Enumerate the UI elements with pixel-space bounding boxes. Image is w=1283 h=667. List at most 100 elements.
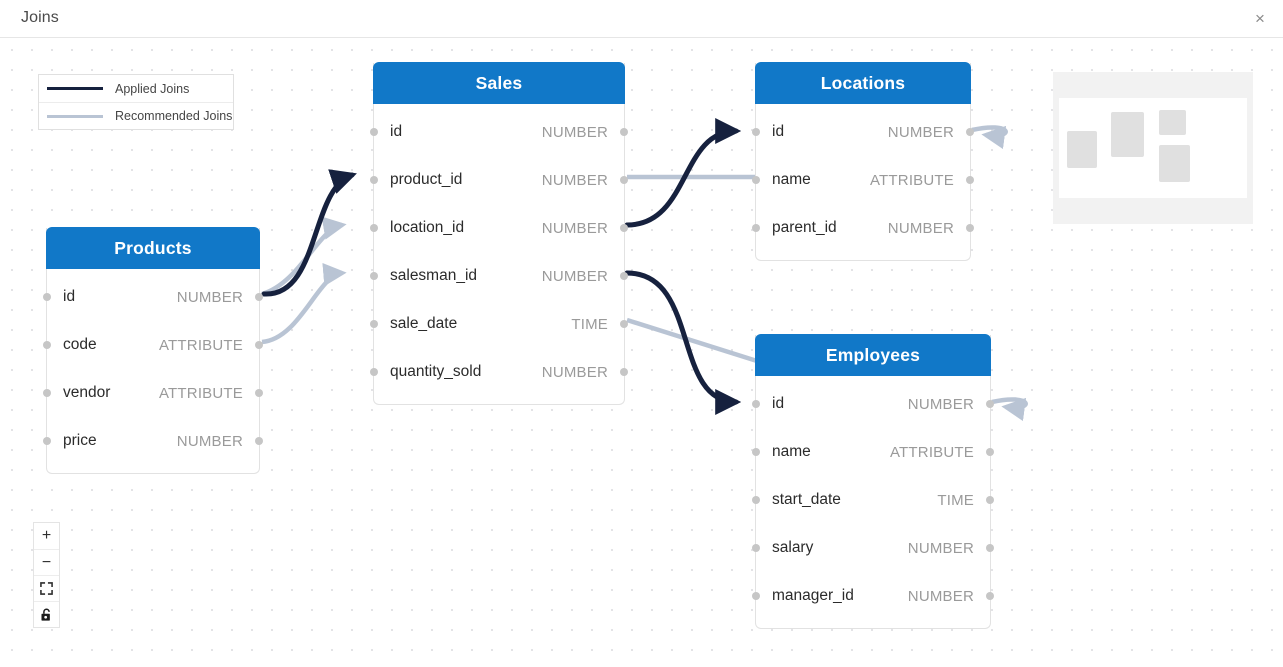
table-row[interactable]: name ATTRIBUTE bbox=[752, 156, 974, 204]
column-port-right[interactable] bbox=[620, 224, 628, 232]
recommended-join-locations-self[interactable] bbox=[971, 125, 1008, 150]
column-type: NUMBER bbox=[541, 363, 608, 381]
column-port-right[interactable] bbox=[255, 341, 263, 349]
column-port-right[interactable] bbox=[620, 368, 628, 376]
column-port-right[interactable] bbox=[620, 272, 628, 280]
table-row[interactable]: quantity_sold NUMBER bbox=[370, 348, 628, 396]
fit-to-screen-button[interactable] bbox=[34, 575, 59, 601]
table-row[interactable]: salesman_id NUMBER bbox=[370, 252, 628, 300]
column-port-right[interactable] bbox=[966, 224, 974, 232]
recommended-join-sales-saledate-employees-name[interactable] bbox=[626, 317, 758, 364]
minimap-node bbox=[1159, 145, 1190, 182]
column-port-left[interactable] bbox=[752, 224, 760, 232]
column-type: ATTRIBUTE bbox=[869, 171, 954, 189]
table-header-employees[interactable]: Employees bbox=[755, 334, 991, 376]
column-port-left[interactable] bbox=[43, 341, 51, 349]
column-port-right[interactable] bbox=[966, 128, 974, 136]
column-port-right[interactable] bbox=[255, 389, 263, 397]
table-row[interactable]: start_date TIME bbox=[752, 476, 994, 524]
column-port-left[interactable] bbox=[752, 496, 760, 504]
column-port-left[interactable] bbox=[370, 128, 378, 136]
column-port-left[interactable] bbox=[43, 389, 51, 397]
applied-join-products-id-sales-product-id[interactable] bbox=[261, 169, 357, 297]
applied-join-sales-salesman-id-employees-id[interactable] bbox=[624, 270, 742, 415]
zoom-out-button[interactable]: − bbox=[34, 549, 59, 575]
column-type: NUMBER bbox=[541, 267, 608, 285]
table-row[interactable]: id NUMBER bbox=[752, 380, 994, 428]
column-name: parent_id bbox=[772, 219, 837, 236]
column-port-right[interactable] bbox=[255, 437, 263, 445]
column-port-right[interactable] bbox=[986, 400, 994, 408]
column-port-left[interactable] bbox=[370, 272, 378, 280]
column-name: name bbox=[772, 171, 811, 188]
table-node-locations[interactable]: Locations id NUMBER name ATTRIBUTE paren… bbox=[752, 62, 974, 261]
table-node-products[interactable]: Products id NUMBER code ATTRIBUTE vendor bbox=[43, 227, 263, 474]
minimap[interactable] bbox=[1053, 72, 1253, 224]
column-port-right[interactable] bbox=[986, 544, 994, 552]
minus-icon: − bbox=[41, 553, 52, 571]
dialog-title: Joins bbox=[21, 9, 59, 26]
table-row[interactable]: product_id NUMBER bbox=[370, 156, 628, 204]
column-port-left[interactable] bbox=[752, 400, 760, 408]
column-port-left[interactable] bbox=[370, 224, 378, 232]
table-header-sales[interactable]: Sales bbox=[373, 62, 625, 104]
recommended-join-line-icon bbox=[47, 114, 103, 118]
column-port-left[interactable] bbox=[43, 437, 51, 445]
column-name: vendor bbox=[63, 384, 111, 401]
close-icon[interactable]: × bbox=[1255, 9, 1265, 28]
minimap-viewport[interactable] bbox=[1059, 98, 1247, 198]
table-row[interactable]: id NUMBER bbox=[43, 273, 263, 321]
applied-join-sales-location-id-locations-id[interactable] bbox=[624, 118, 742, 228]
column-type: TIME bbox=[937, 491, 974, 509]
column-port-left[interactable] bbox=[752, 128, 760, 136]
table-row[interactable]: parent_id NUMBER bbox=[752, 204, 974, 252]
column-port-right[interactable] bbox=[620, 320, 628, 328]
table-columns-employees: id NUMBER name ATTRIBUTE start_date TIME bbox=[752, 376, 994, 628]
recommended-join-products-code-sales-location[interactable] bbox=[261, 216, 347, 297]
column-port-right[interactable] bbox=[255, 293, 263, 301]
column-name: id bbox=[772, 123, 785, 140]
column-port-left[interactable] bbox=[370, 320, 378, 328]
column-name: manager_id bbox=[772, 587, 854, 604]
table-columns-products: id NUMBER code ATTRIBUTE vendor ATTRIBUT… bbox=[43, 269, 263, 473]
column-port-left[interactable] bbox=[752, 544, 760, 552]
recommended-join-products-vendor-sales-salesman[interactable] bbox=[261, 262, 347, 345]
column-name: location_id bbox=[390, 219, 465, 236]
table-row[interactable]: vendor ATTRIBUTE bbox=[43, 369, 263, 417]
column-port-right[interactable] bbox=[986, 592, 994, 600]
column-port-left[interactable] bbox=[370, 368, 378, 376]
column-port-left[interactable] bbox=[752, 176, 760, 184]
column-name: name bbox=[772, 443, 811, 460]
table-row[interactable]: code ATTRIBUTE bbox=[43, 321, 263, 369]
table-header-locations[interactable]: Locations bbox=[755, 62, 971, 104]
column-port-right[interactable] bbox=[986, 448, 994, 456]
column-port-right[interactable] bbox=[620, 128, 628, 136]
column-port-right[interactable] bbox=[986, 496, 994, 504]
column-port-right[interactable] bbox=[966, 176, 974, 184]
column-port-left[interactable] bbox=[752, 448, 760, 456]
zoom-in-button[interactable]: + bbox=[34, 523, 59, 549]
table-row[interactable]: id NUMBER bbox=[370, 108, 628, 156]
table-row[interactable]: manager_id NUMBER bbox=[752, 572, 994, 620]
recommended-join-employees-self[interactable] bbox=[991, 397, 1028, 422]
column-name: quantity_sold bbox=[390, 363, 482, 380]
dialog-titlebar: Joins × bbox=[0, 0, 1283, 38]
table-row[interactable]: price NUMBER bbox=[43, 417, 263, 465]
table-row[interactable]: name ATTRIBUTE bbox=[752, 428, 994, 476]
column-port-left[interactable] bbox=[752, 592, 760, 600]
column-port-left[interactable] bbox=[370, 176, 378, 184]
diagram-canvas[interactable]: Applied Joins Recommended Joins Products… bbox=[0, 39, 1283, 667]
table-row[interactable]: sale_date TIME bbox=[370, 300, 628, 348]
column-type: ATTRIBUTE bbox=[158, 336, 243, 354]
legend-item-recommended: Recommended Joins bbox=[39, 102, 233, 129]
legend-label: Applied Joins bbox=[115, 81, 190, 96]
table-node-employees[interactable]: Employees id NUMBER name ATTRIBUTE start… bbox=[752, 334, 994, 629]
lock-layout-button[interactable] bbox=[34, 601, 59, 627]
table-row[interactable]: id NUMBER bbox=[752, 108, 974, 156]
table-header-products[interactable]: Products bbox=[46, 227, 260, 269]
column-port-left[interactable] bbox=[43, 293, 51, 301]
column-port-right[interactable] bbox=[620, 176, 628, 184]
table-row[interactable]: salary NUMBER bbox=[752, 524, 994, 572]
table-row[interactable]: location_id NUMBER bbox=[370, 204, 628, 252]
table-node-sales[interactable]: Sales id NUMBER product_id NUMBER locati… bbox=[370, 62, 628, 405]
